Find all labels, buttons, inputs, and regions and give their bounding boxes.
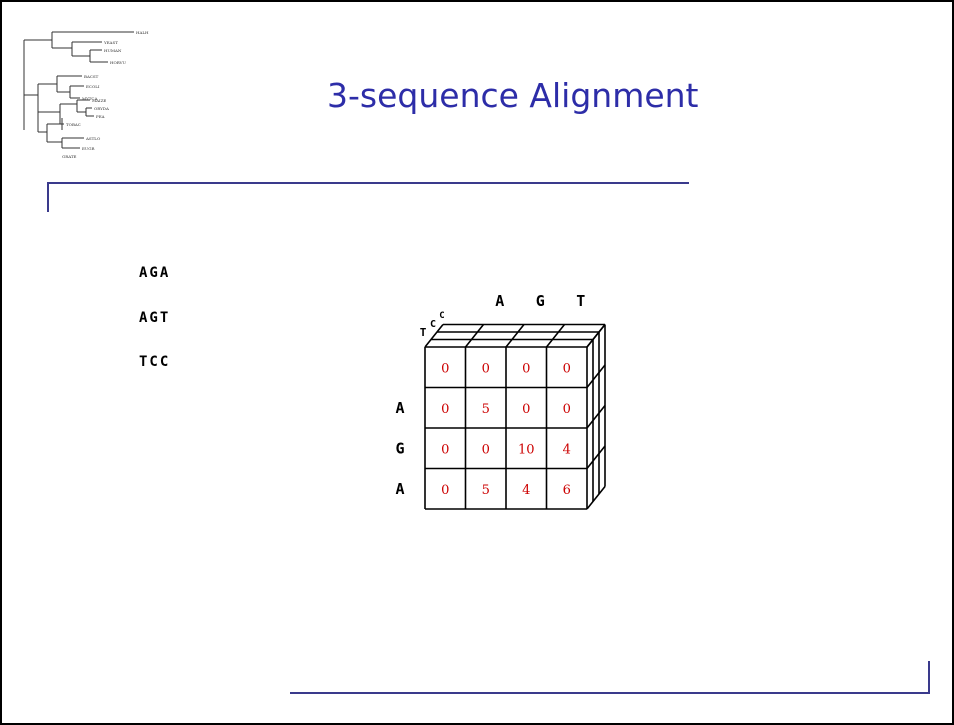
depth-sequence-label: T	[420, 326, 427, 339]
cell-value: 4	[522, 483, 530, 498]
tree-leaf: ORYDA	[94, 106, 109, 111]
tree-leaf: EUGR	[82, 146, 95, 151]
row-sequence-label: A	[395, 480, 404, 498]
tree-leaf: MAIZE	[92, 98, 106, 103]
tree-leaf: HALH	[136, 30, 149, 35]
slide-title: 3-sequence Alignment	[327, 76, 699, 115]
cell-value: 0	[441, 483, 449, 498]
top-grid-line	[424, 324, 444, 348]
side-grid-line	[586, 324, 606, 348]
phylogenetic-tree-logo: HALH YEAST HUMAN HORVU BACST ECOLI MYTCA…	[23, 30, 149, 159]
cell-value: 5	[482, 402, 490, 417]
cell-value: 0	[563, 361, 571, 376]
cell-value: 0	[441, 361, 449, 376]
cell-value: 0	[522, 402, 530, 417]
side-grid-line	[586, 445, 606, 469]
tree-leaf: PEA	[96, 114, 105, 119]
top-sequence-label: A	[495, 292, 504, 310]
top-grid-line	[464, 324, 485, 348]
bottom-divider-tick	[928, 661, 930, 693]
sequence-1: AGA	[139, 265, 171, 281]
tree-leaf: TOBAC	[66, 122, 81, 127]
top-divider-tick	[47, 182, 49, 212]
cell-value: 0	[482, 442, 490, 457]
depth-sequence-label: C	[430, 319, 436, 330]
tree-leaf: MYTCA	[82, 96, 97, 101]
depth-sequence-label: C	[439, 311, 444, 321]
tree-leaf: ECOLI	[86, 84, 100, 89]
cell-value: 10	[518, 442, 535, 457]
side-grid-line	[586, 364, 606, 388]
tree-leaf: ASTLO	[85, 136, 101, 141]
tree-leaf: BACST	[84, 74, 99, 79]
top-sequence-label: T	[576, 292, 585, 310]
cell-value: 0	[563, 402, 571, 417]
top-grid-line	[545, 324, 566, 348]
cell-value: 6	[563, 483, 571, 498]
tree-leaf: GRATE	[62, 154, 77, 159]
side-grid-line	[586, 486, 606, 510]
row-sequence-label: A	[395, 399, 404, 417]
cell-value: 0	[482, 361, 490, 376]
tree-leaf: HORVU	[110, 60, 127, 65]
tree-leaf: HUMAN	[104, 48, 122, 53]
cell-value: 0	[522, 361, 530, 376]
cell-value: 4	[563, 442, 571, 457]
sequence-2: AGT	[139, 310, 171, 326]
side-grid-line	[586, 405, 606, 429]
cell-value: 5	[482, 483, 490, 498]
sequence-3: TCC	[139, 354, 171, 370]
top-grid-line	[505, 324, 525, 348]
tree-leaf: YEAST	[103, 40, 118, 45]
row-sequence-label: G	[395, 439, 404, 457]
bottom-divider	[290, 692, 930, 694]
cell-value: 0	[441, 402, 449, 417]
cell-value: 0	[441, 442, 449, 457]
top-divider	[47, 182, 689, 184]
top-sequence-label: G	[536, 292, 545, 310]
